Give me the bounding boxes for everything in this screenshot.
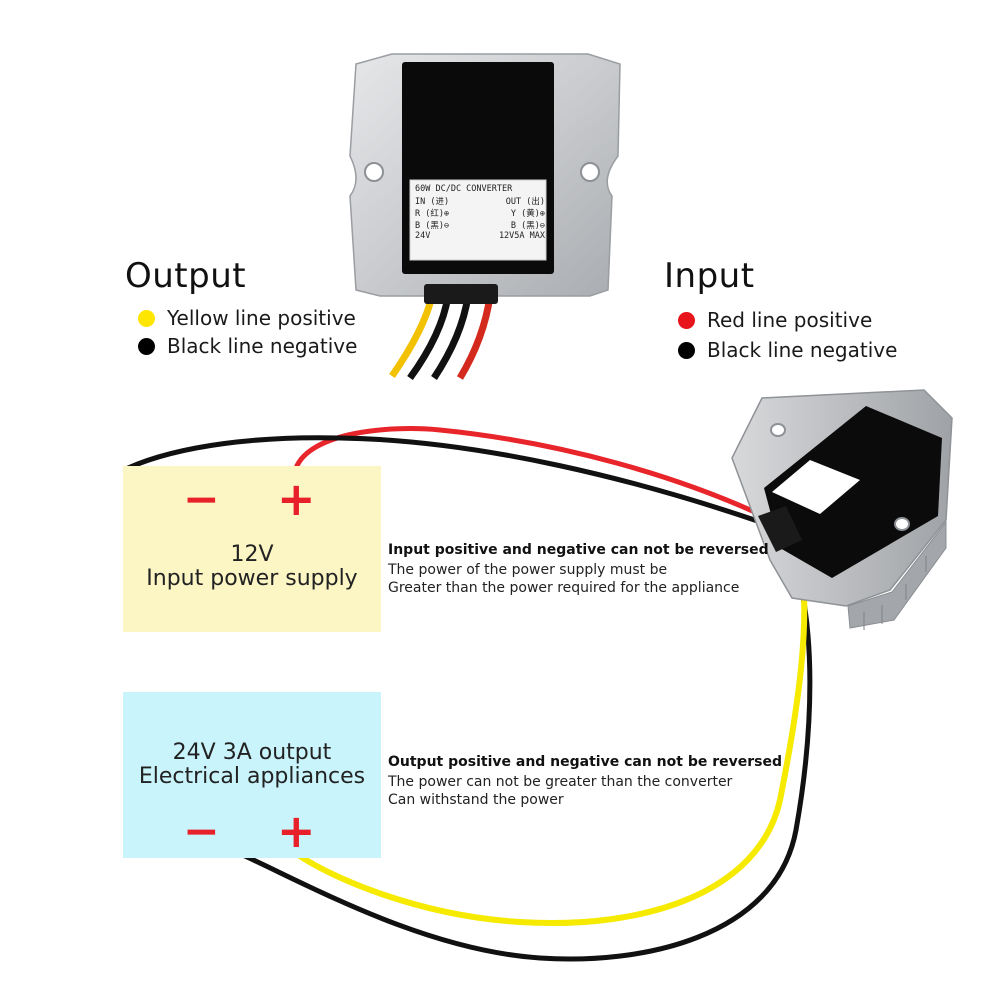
input-note-line1: The power of the power supply must be [388,562,668,578]
label-title: 60W DC/DC CONVERTER [415,184,513,194]
input-legend-red-label: Red line positive [707,308,873,332]
output-appliance-box: 24V 3A output Electrical appliances − + [123,692,381,858]
top-yellow-wire [389,295,436,378]
output-box-bg [123,692,381,858]
label-v-out: 12V5A MAX [498,231,545,241]
input-label: Input power supply [146,566,358,591]
spec-label-text: 60W DC/DC CONVERTER IN (进) OUT (出) R (红)… [415,184,545,241]
input-power-supply-box: − + 12V Input power supply [123,466,381,632]
input-heading: Input [664,256,755,296]
output-legend-black-label: Black line negative [167,334,358,358]
output-legend-yellow-label: Yellow line positive [167,306,356,330]
output-note: Output positive and negative can not be … [388,754,782,808]
black-input-wire [126,435,773,529]
mount-hole-right [580,162,600,182]
label-in: IN (进) [415,197,450,207]
input-note-line2: Greater than the power required for the … [388,580,740,596]
black-dot-icon [678,341,695,359]
output-heading: Output [125,256,247,296]
label-v-in: 24V [415,231,431,241]
input-voltage: 12V [230,542,274,567]
wires [126,426,813,962]
output-note-line1: The power can not be greater than the co… [388,774,733,790]
black-dot-icon [138,337,155,355]
black-output-wire [234,539,813,962]
top-red-wire [456,295,494,380]
label-b-out: B (黑)⊖ [510,221,545,231]
input-box-bg [123,466,381,632]
mount-hole-left [364,162,384,182]
input-legend-black: Black line negative [678,338,897,362]
red-dot-icon [678,311,695,329]
top-black-wire-2 [431,295,472,380]
yellow-dot-icon [138,309,155,327]
right-converter-image [731,389,953,630]
input-legend-black-label: Black line negative [707,338,898,362]
plus-sign: + [277,804,316,858]
right-mount-hole-2 [894,517,910,531]
top-converter-image [349,53,621,381]
right-connector [758,506,802,552]
yellow-wire [292,539,808,926]
plus-sign: + [277,472,316,526]
right-spec-label [772,460,860,514]
label-out: OUT (出) [505,197,545,207]
output-legend-black: Black line negative [138,334,357,358]
spec-label [409,179,547,261]
minus-sign: − [183,474,220,525]
label-b-in: B (黑)⊖ [415,221,450,231]
input-note: Input positive and negative can not be r… [388,542,769,596]
label-y: Y (黄)⊕ [510,209,545,219]
right-black-face [764,406,942,578]
label-r: R (红)⊕ [415,209,450,219]
minus-sign: − [183,806,220,857]
top-connector [424,284,498,304]
input-legend-red: Red line positive [678,308,872,332]
output-note-warning: Output positive and negative can not be … [388,754,783,770]
output-label: Electrical appliances [138,764,366,789]
output-rating: 24V 3A output [172,740,332,765]
right-mount-hole-1 [770,423,786,437]
output-note-line2: Can withstand the power [388,792,564,808]
output-legend-yellow: Yellow line positive [138,306,356,330]
input-note-warning: Input positive and negative can not be r… [388,542,769,558]
